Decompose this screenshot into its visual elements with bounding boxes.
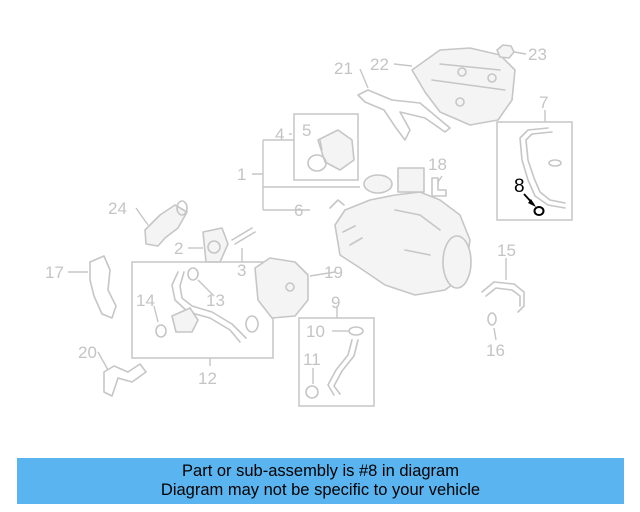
callout-10: 10 (306, 322, 325, 341)
box-group-12 (131, 261, 274, 359)
callout-7: 7 (539, 93, 548, 112)
caption-line-1: Part or sub-assembly is #8 in diagram (182, 462, 459, 480)
o-ring-11 (305, 385, 319, 399)
bracket-17 (89, 255, 117, 319)
callout-5: 5 (302, 121, 311, 140)
callout-9: 9 (331, 293, 340, 312)
oil-return-pipe-9 (327, 339, 359, 396)
callout-24: 24 (108, 199, 127, 218)
callout-20: 20 (78, 343, 97, 362)
callout-1: 1 (237, 165, 246, 184)
fitting-5 (307, 129, 355, 172)
coolant-pipe-12 (171, 271, 259, 343)
callout-14: 14 (136, 291, 155, 310)
callout-21: 21 (334, 59, 353, 78)
callout-18: 18 (428, 155, 447, 174)
heat-shield-22 (411, 47, 516, 126)
heat-shield-19 (254, 257, 309, 319)
callout-15: 15 (497, 241, 516, 260)
box-group-4 (293, 113, 359, 181)
caption-banner: Part or sub-assembly is #8 in diagram Di… (17, 458, 624, 504)
callout-19: 19 (324, 263, 343, 282)
callout-23: 23 (528, 45, 547, 64)
callout-16: 16 (486, 341, 505, 360)
callout-labels: 21 22 23 4 5 1 6 18 7 8 24 2 3 17 14 13 … (45, 45, 548, 388)
callout-17: 17 (45, 263, 64, 282)
o-ring-10 (348, 326, 364, 336)
washer-13 (187, 267, 199, 281)
stud-3 (231, 227, 256, 245)
callout-13: 13 (206, 291, 225, 310)
seal-16 (487, 312, 497, 326)
bracket-20 (103, 363, 147, 397)
oil-line-7 (519, 127, 566, 209)
callout-12: 12 (198, 369, 217, 388)
box-group-7 (496, 121, 573, 221)
callout-8: 8 (514, 176, 525, 197)
callout-4: 4 (275, 125, 284, 144)
washer-14 (155, 324, 167, 338)
nut-23 (496, 44, 515, 59)
callout-22: 22 (370, 55, 389, 74)
callout-3: 3 (237, 261, 246, 280)
hose-24 (144, 200, 188, 247)
o-ring-8 (523, 193, 545, 216)
parts-diagram: 21 22 23 4 5 1 6 18 7 8 24 2 3 17 14 13 … (45, 44, 573, 407)
line-15 (481, 281, 525, 313)
callout-2: 2 (174, 239, 183, 258)
bracket-21 (357, 89, 451, 141)
caption-line-2: Diagram may not be specific to your vehi… (160, 481, 481, 499)
gasket-2 (202, 227, 229, 263)
callout-6: 6 (294, 201, 303, 220)
turbocharger (329, 167, 472, 296)
callout-11: 11 (303, 350, 321, 369)
clip-18 (431, 177, 447, 197)
leader-lines (68, 51, 546, 384)
